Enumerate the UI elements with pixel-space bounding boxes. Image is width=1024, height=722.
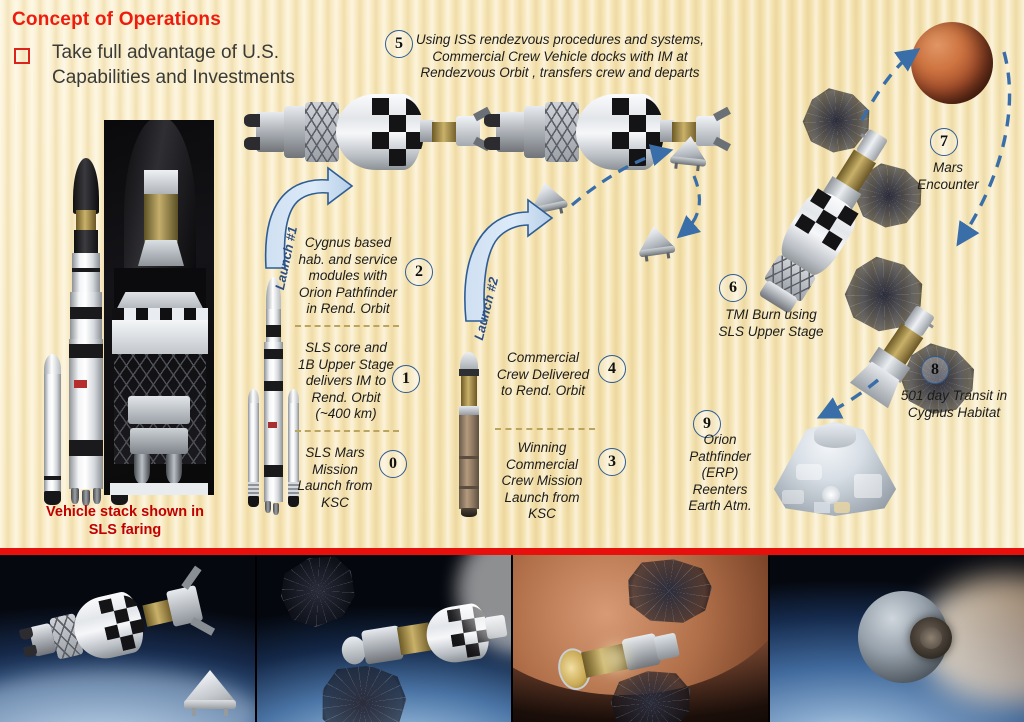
separator-middle-1 [495, 428, 595, 430]
commercial-crew-capsule-approach [525, 178, 571, 220]
step-5-number: 5 [385, 30, 413, 58]
photo-strip [0, 555, 1024, 722]
step-0-text: SLS Mars Mission Launch from KSC [297, 445, 373, 510]
vehicle-caption-line1: Vehicle stack shown in [46, 504, 204, 520]
step-1-number: 1 [392, 365, 420, 393]
separator-left-2 [295, 430, 399, 432]
photo-transit-vehicle-at-mars [513, 555, 770, 722]
bullet-square-icon [14, 48, 30, 64]
dashed-path-dock-to-depart [676, 175, 702, 239]
step-5-text: Using ISS rendezvous procedures and syst… [415, 32, 705, 80]
page-title: Concept of Operations [12, 9, 221, 30]
commercial-crew-launch-vehicle [454, 352, 488, 517]
photo-orion-reentry [769, 555, 1024, 722]
separator-left-1 [295, 325, 399, 327]
step-8-number: 8 [921, 356, 949, 384]
step-4-text: Commercial Crew Delivered to Rend. Orbit [496, 350, 590, 398]
step-9-text: Orion Pathfinder (ERP) Reenters Earth At… [688, 432, 752, 513]
step-4-number: 4 [598, 355, 626, 383]
launch-2-arrow-label: Launch #2 [471, 275, 502, 342]
bullet-text-line1: Take full advantage of U.S. [52, 42, 280, 63]
step-9-number: 9 [693, 410, 721, 438]
step-2-text: Cygnus based hab. and service modules wi… [298, 235, 398, 316]
step-7-number: 7 [930, 128, 958, 156]
red-divider-bar [0, 548, 1024, 555]
mars-planet [911, 22, 993, 104]
bullet-text-line2: Capabilities and Investments [52, 67, 295, 88]
step-6-text: TMI Burn using SLS Upper Stage [718, 307, 824, 339]
vehicle-caption-line2: SLS faring [88, 522, 162, 538]
orion-pathfinder-capsule [773, 421, 897, 516]
step-3-number: 3 [598, 448, 626, 476]
photo-orbit-stack-with-capsule [0, 555, 257, 722]
photo-stack-with-solar-arrays [256, 555, 513, 722]
step-6-number: 6 [719, 274, 747, 302]
step-7-text: Mars Encounter [917, 160, 979, 192]
cygnus-hab-stack-orbit-1 [244, 92, 491, 174]
step-1-text: SLS core and 1B Upper Stage delivers IM … [297, 340, 395, 421]
vehicle-stack-caption: Vehicle stack shown in SLS faring [20, 503, 230, 539]
step-8-text: 501 day Transit in Cygnus Habitat [900, 388, 1008, 420]
step-3-text: Winning Commercial Crew Mission Launch f… [501, 440, 583, 521]
commercial-crew-capsule-departing [634, 223, 678, 262]
step-2-number: 2 [405, 258, 433, 286]
concept-of-operations-diagram: Concept of Operations Take full advantag… [0, 0, 1024, 548]
commercial-crew-capsule-docked [667, 134, 710, 172]
step-0-number: 0 [379, 450, 407, 478]
sls-launch-vehicle-small [246, 277, 302, 517]
sls-faring-cutaway-photo [104, 120, 214, 495]
